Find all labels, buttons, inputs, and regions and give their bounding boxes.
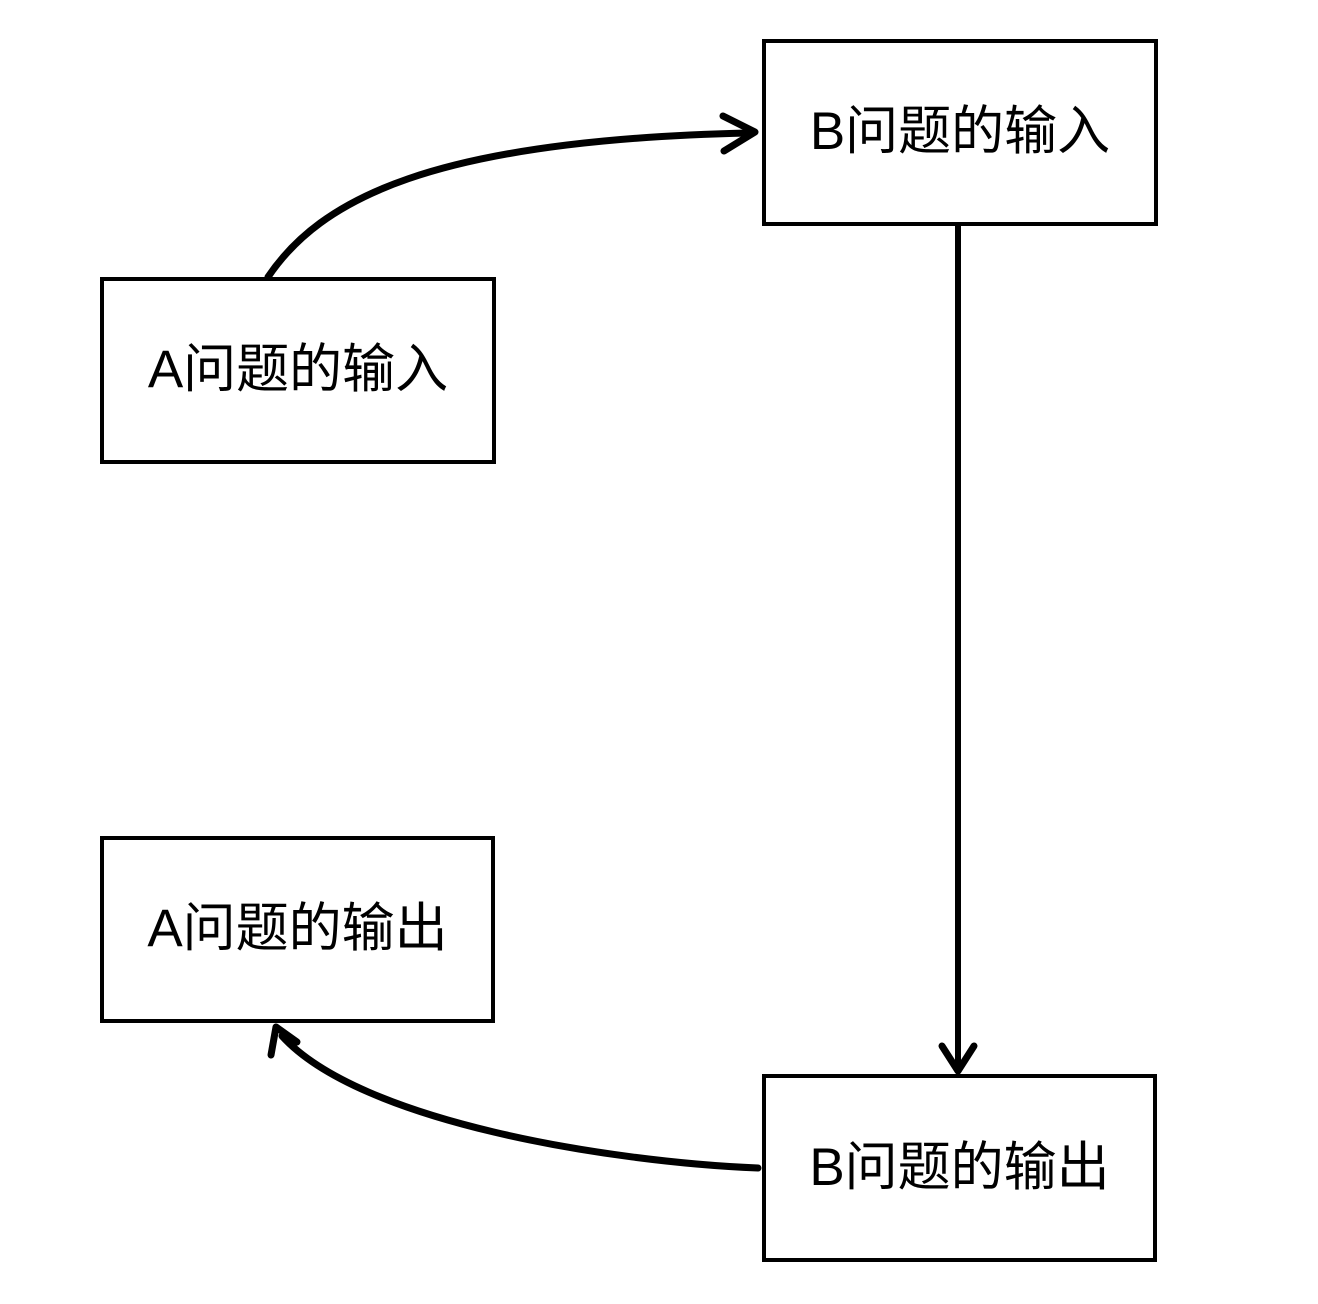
edge-a-input-to-b-input-line: [264, 129, 752, 281]
node-b-input: B问题的输入: [762, 39, 1158, 226]
edge-b-output-to-a-output-arrowhead-icon: [267, 1023, 301, 1059]
node-a-output-label: A问题的输出: [147, 899, 448, 959]
node-b-input-label: B问题的输入: [809, 102, 1111, 162]
edge-a-input-to-b-input: [264, 112, 759, 281]
edge-b-output-to-a-output: [267, 1023, 762, 1172]
edge-b-output-to-a-output-line: [278, 1032, 762, 1172]
edge-a-input-to-b-input-arrowhead-icon: [719, 112, 759, 155]
edge-b-input-to-b-output-arrowhead-icon: [938, 1042, 978, 1075]
node-b-output: B问题的输出: [762, 1074, 1157, 1262]
node-a-input: A问题的输入: [100, 277, 496, 464]
edge-b-input-to-b-output: [938, 223, 978, 1075]
node-a-input-label: A问题的输入: [147, 340, 449, 400]
node-a-output: A问题的输出: [100, 836, 495, 1023]
node-b-output-label: B问题的输出: [809, 1137, 1110, 1197]
